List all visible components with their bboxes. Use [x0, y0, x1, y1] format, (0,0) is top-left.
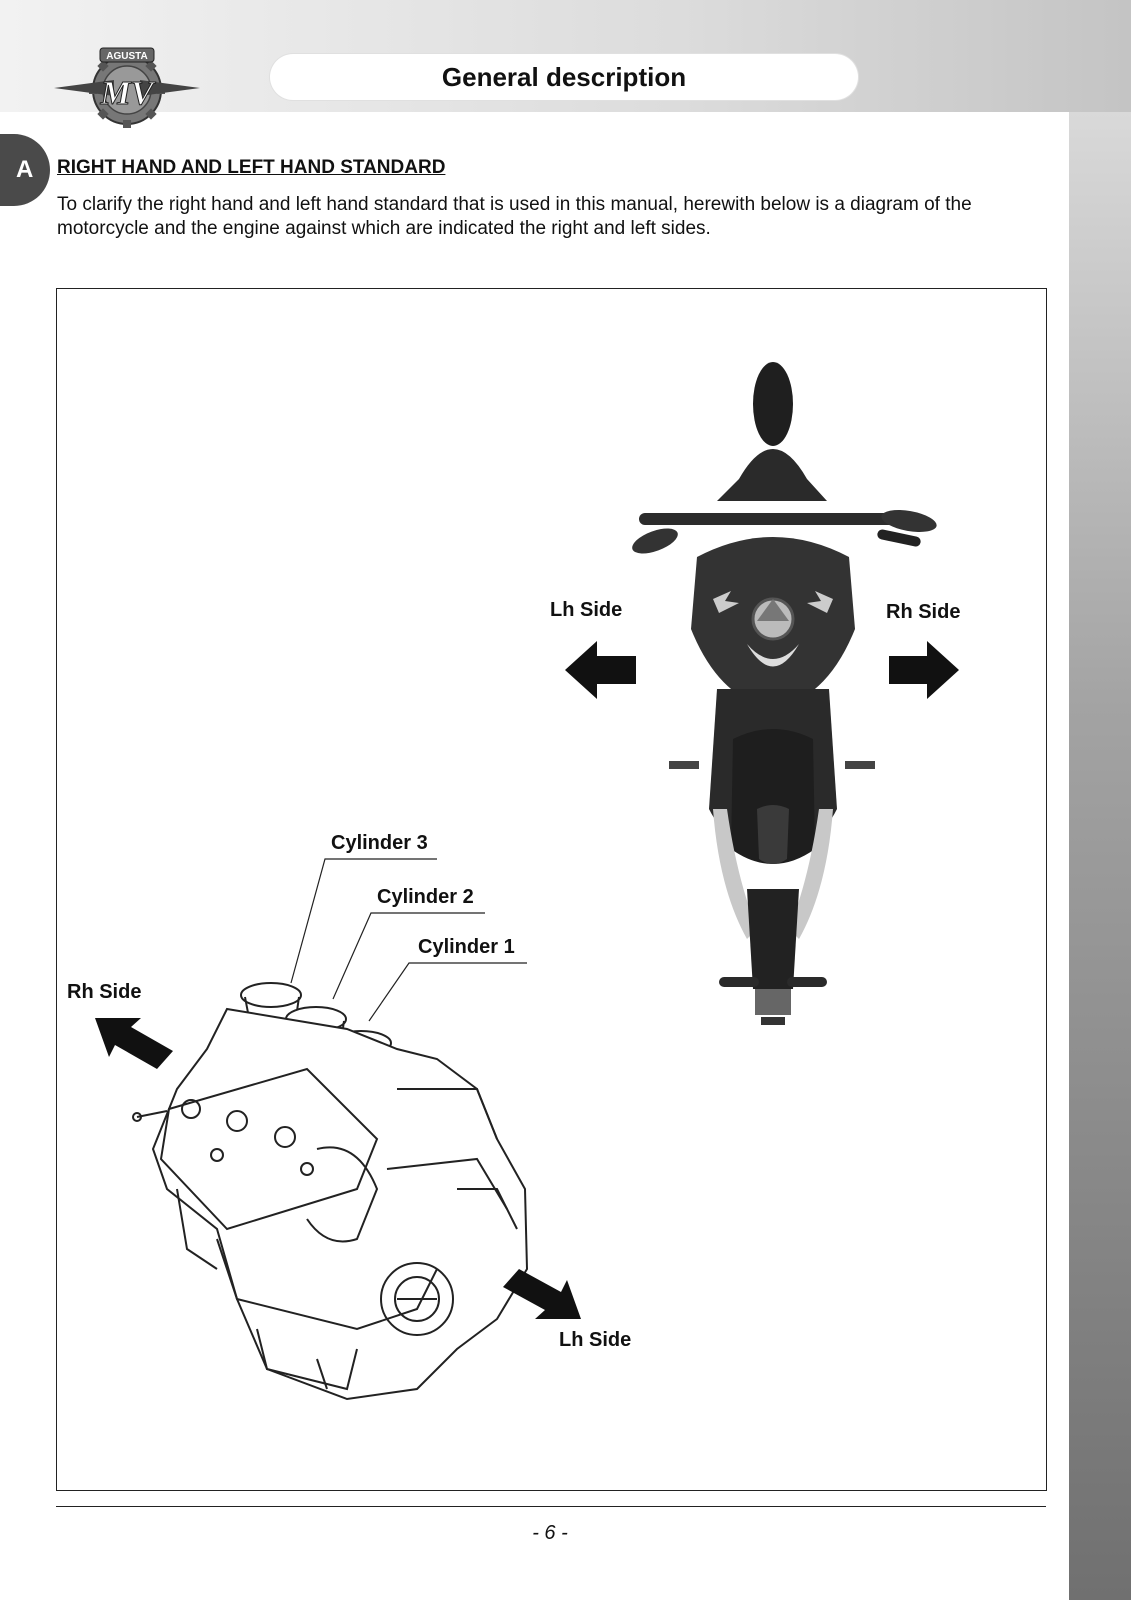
section-tab: A	[0, 134, 50, 206]
cylinder-leader-lines	[290, 858, 527, 1022]
section-heading: RIGHT HAND AND LEFT HAND STANDARD	[57, 157, 446, 178]
arrow-up-left-icon	[95, 1018, 173, 1069]
arrow-right-icon	[889, 641, 959, 699]
arrow-down-right-icon	[503, 1269, 581, 1319]
page-title: General description	[270, 54, 858, 100]
cylinder-1-label: Cylinder 1	[418, 936, 515, 958]
motorcycle-top-view-icon	[632, 362, 937, 1025]
mv-agusta-logo: AGUSTA MV	[54, 47, 200, 128]
logo-monogram: MV	[100, 75, 156, 112]
engine-lh-side-label: Lh Side	[559, 1329, 632, 1351]
logo-text: AGUSTA	[106, 51, 147, 62]
footer-divider	[56, 1506, 1046, 1507]
cylinder-3-label: Cylinder 3	[331, 832, 428, 854]
cylinder-2-label: Cylinder 2	[377, 886, 474, 908]
page-number: - 6 -	[532, 1522, 568, 1544]
diagram-illustration	[95, 362, 959, 1401]
intro-paragraph: To clarify the right hand and left hand …	[57, 194, 972, 239]
engine-drawing-icon	[132, 982, 529, 1401]
diagram-frame: Lh Side Rh Side Cylinder 3 Cylinder 2 Cy…	[56, 288, 1047, 1491]
engine-rh-side-label: Rh Side	[67, 981, 142, 1003]
arrow-left-icon	[565, 641, 636, 699]
logo-left-wing-icon	[54, 80, 114, 96]
motorcycle-lh-side-label: Lh Side	[550, 599, 623, 621]
logo-right-wing-icon	[140, 80, 200, 96]
page-edge-band	[1069, 112, 1131, 1600]
motorcycle-rh-side-label: Rh Side	[886, 601, 961, 623]
